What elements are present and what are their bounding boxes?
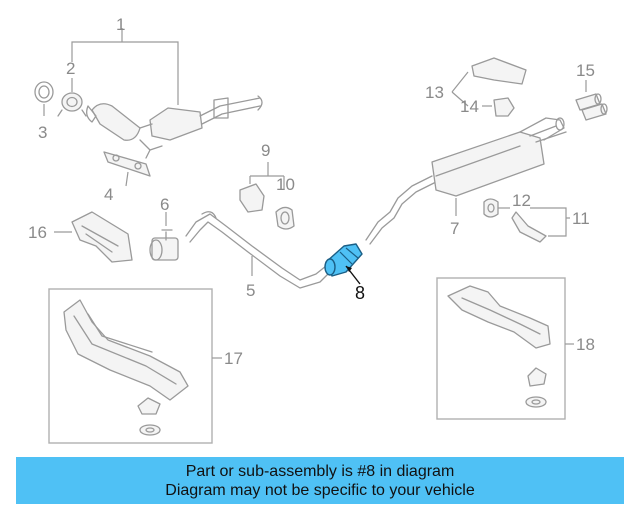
part-7-muffler[interactable] <box>365 117 567 245</box>
callout-6[interactable]: 6 <box>160 195 169 214</box>
part-6-clamp[interactable] <box>149 212 179 261</box>
parts-diagram: 1 2 3 4 16 6 5 <box>28 15 608 444</box>
callout-11[interactable]: 11 <box>572 209 590 228</box>
part-14-isolator[interactable] <box>482 97 515 117</box>
callout-2[interactable]: 2 <box>66 59 75 78</box>
callout-14[interactable]: 14 <box>460 97 479 116</box>
callout-16[interactable]: 16 <box>28 223 47 242</box>
part-8-clamp-highlighted[interactable] <box>324 243 363 285</box>
part-18-heat-shield-assembly[interactable] <box>436 277 574 420</box>
part-17-heat-shield-assembly[interactable] <box>48 288 222 444</box>
callout-5[interactable]: 5 <box>246 281 255 300</box>
callout-7[interactable]: 7 <box>450 219 459 238</box>
part-2-clamp[interactable] <box>57 78 87 117</box>
callout-9[interactable]: 9 <box>261 141 270 160</box>
part-16-heat-shield[interactable] <box>54 211 133 263</box>
part-11-hanger[interactable] <box>511 207 570 243</box>
callout-8[interactable]: 8 <box>355 283 365 303</box>
callout-12[interactable]: 12 <box>512 191 531 210</box>
part-9-hanger[interactable] <box>239 162 285 213</box>
part-12-insulator[interactable] <box>483 198 510 218</box>
part-5-intermediate-pipe[interactable] <box>185 211 331 289</box>
callout-15[interactable]: 15 <box>576 61 595 80</box>
banner-line-2: Diagram may not be specific to your vehi… <box>165 481 475 499</box>
callout-10[interactable]: 10 <box>276 175 295 194</box>
part-3-gasket[interactable] <box>34 81 54 116</box>
part-1-front-pipe[interactable] <box>71 28 263 159</box>
callout-17[interactable]: 17 <box>224 349 243 368</box>
callout-3[interactable]: 3 <box>38 123 47 142</box>
part-4-bracket[interactable] <box>103 151 151 187</box>
part-10-isolator[interactable] <box>275 206 295 230</box>
callout-1[interactable]: 1 <box>116 15 125 34</box>
callout-13[interactable]: 13 <box>425 83 444 102</box>
banner-line-1: Part or sub-assembly is #8 in diagram <box>185 462 455 480</box>
callout-18[interactable]: 18 <box>576 335 595 354</box>
part-15-exhaust-tips[interactable] <box>575 80 608 121</box>
info-banner: Part or sub-assembly is #8 in diagram Di… <box>16 457 624 504</box>
part-13-tailpipe-tip[interactable] <box>451 57 527 107</box>
callout-4[interactable]: 4 <box>104 185 113 204</box>
